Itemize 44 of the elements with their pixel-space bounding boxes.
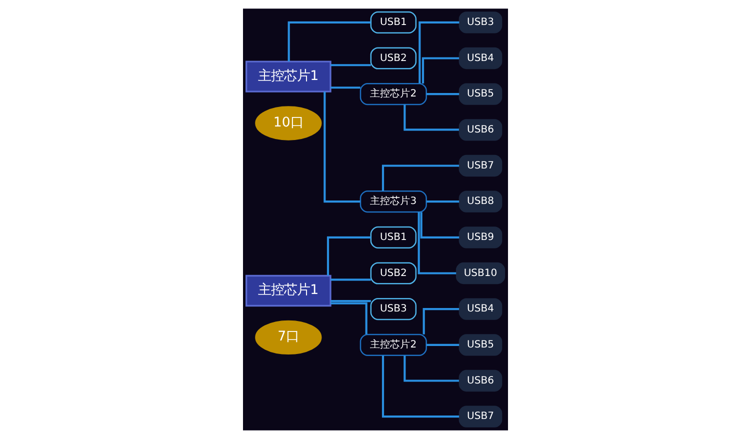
connector	[420, 212, 459, 238]
node-box: USB3	[370, 298, 416, 320]
connector	[418, 21, 459, 84]
node-box: 主控芯片3	[359, 190, 426, 213]
node-box: USB4	[458, 47, 502, 70]
connector	[381, 356, 459, 418]
connector	[422, 308, 459, 334]
connector	[417, 212, 456, 274]
node-box: USB10	[455, 262, 505, 284]
node-box: 主控芯片2	[359, 83, 426, 106]
node-ellipse: 7口	[254, 320, 322, 354]
node-box: USB3	[458, 12, 502, 34]
node-box: USB2	[370, 47, 416, 70]
node-box: USB7	[458, 406, 502, 428]
node-box: USB5	[458, 334, 502, 356]
node-box: USB9	[458, 226, 502, 248]
node-box: USB7	[458, 154, 502, 177]
connector	[330, 300, 370, 302]
node-ellipse: 10口	[254, 106, 322, 140]
connector	[323, 92, 360, 203]
connector	[287, 21, 370, 62]
connector	[426, 344, 459, 346]
node-box: USB4	[458, 298, 502, 320]
connector	[330, 278, 370, 281]
connector	[330, 64, 370, 66]
node-box: USB5	[458, 83, 502, 105]
connector	[403, 355, 458, 382]
connector	[403, 104, 458, 131]
node-box: USB6	[458, 119, 502, 141]
connector	[330, 86, 360, 89]
connector	[381, 164, 459, 192]
node-box: USB1	[370, 11, 416, 34]
connector	[426, 200, 459, 203]
node-box: USB1	[370, 226, 416, 248]
connector	[326, 236, 370, 276]
node-box: USB6	[458, 370, 502, 392]
connector	[426, 93, 459, 96]
node-box: 主控芯片2	[359, 334, 426, 356]
node-box: 主控芯片1	[245, 60, 331, 92]
connector	[421, 57, 459, 84]
node-box: USB2	[370, 262, 416, 284]
connector	[330, 302, 367, 334]
node-box: 主控芯片1	[245, 274, 331, 307]
node-box: USB8	[458, 190, 502, 212]
